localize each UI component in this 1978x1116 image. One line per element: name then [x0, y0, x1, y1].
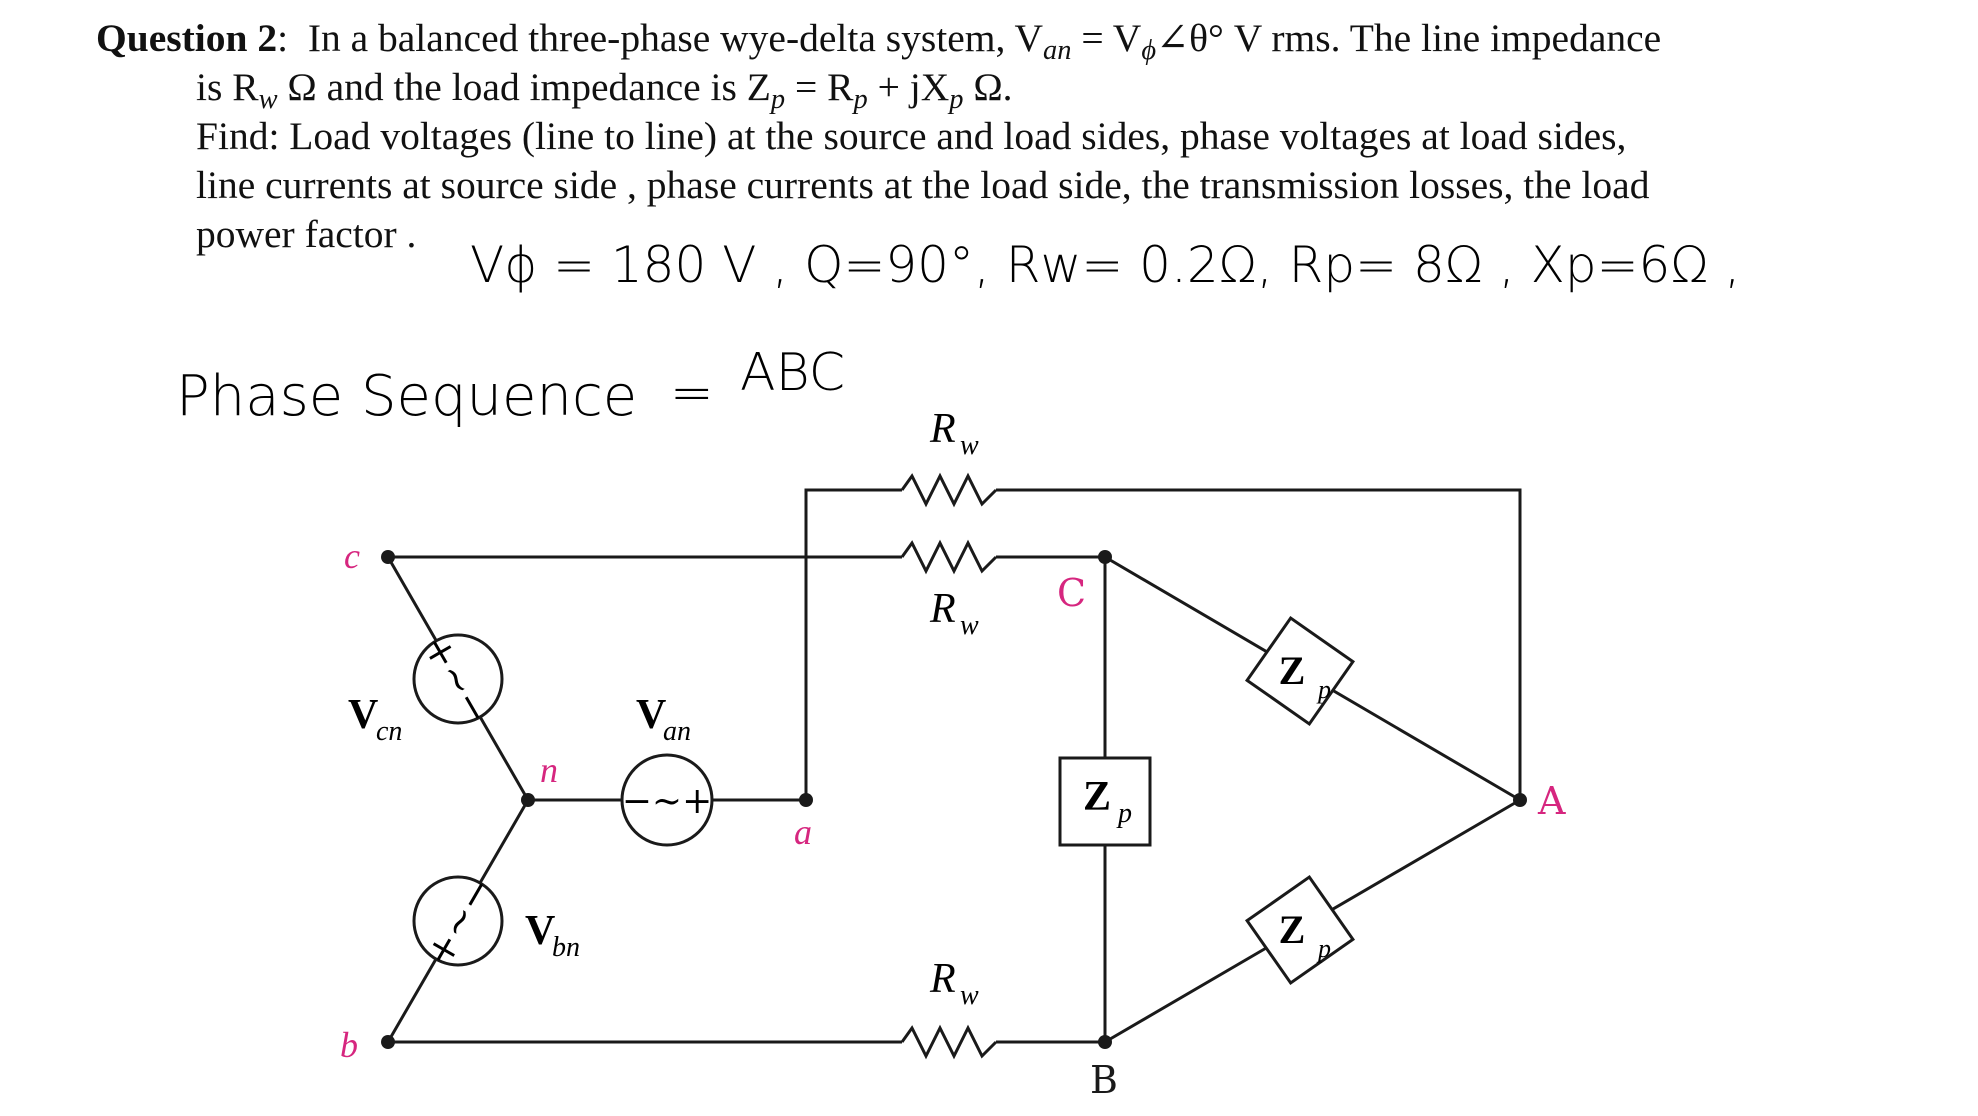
node-A-dot	[1513, 793, 1527, 807]
node-c-dot	[381, 550, 395, 564]
node-label-n: n	[540, 750, 558, 790]
source-vcn: +~−	[412, 627, 504, 732]
phase-sequence-label: Phase Sequence	[176, 364, 637, 429]
zp-box-cb: Z p	[1058, 756, 1152, 847]
node-B-dot	[1098, 1035, 1112, 1049]
svg-text:p: p	[1316, 934, 1331, 963]
node-label-c: c	[344, 536, 360, 576]
phase-sequence-equals: =	[670, 363, 714, 423]
question-line-1: Question 2: In a balanced three-phase wy…	[96, 16, 1662, 66]
rw-label-middle: R w	[929, 586, 979, 641]
vcn-label: V cn	[348, 692, 402, 747]
van-label: V an	[636, 692, 691, 747]
node-n-dot	[521, 793, 535, 807]
svg-text:R: R	[929, 956, 956, 1002]
rw-label-bottom: R w	[929, 956, 979, 1011]
rw-label-top: R w	[929, 406, 979, 461]
svg-text:cn: cn	[376, 716, 402, 747]
svg-text:w: w	[960, 430, 979, 461]
node-label-B: B	[1090, 1058, 1118, 1102]
phase-sequence-value: ABC	[740, 343, 845, 403]
source-van: −~+	[620, 753, 714, 847]
question-heading: Question 2	[96, 16, 278, 60]
zp-box-ba: Z p	[1244, 874, 1356, 986]
source-symbol-icon: −~+	[622, 781, 713, 822]
handwritten-givens: Vϕ = 180 V , Q=90°, Rw= 0.2Ω, Rp= 8Ω , X…	[470, 236, 1740, 294]
node-C-dot	[1098, 550, 1112, 564]
node-labels: c b n a C A	[340, 536, 1566, 1065]
node-a-dot	[799, 793, 813, 807]
svg-text:V: V	[348, 692, 378, 738]
node-label-a: a	[794, 812, 812, 852]
node-b-dot	[381, 1035, 395, 1049]
circuit-nodes	[381, 550, 1527, 1049]
svg-text:bn: bn	[552, 932, 580, 963]
question-line-3: Find: Load voltages (line to line) at th…	[196, 114, 1627, 158]
node-label-A: A	[1537, 779, 1566, 823]
source-vbn: +~−	[412, 869, 504, 974]
svg-text:R: R	[929, 586, 956, 632]
svg-text:p: p	[1116, 798, 1132, 829]
svg-text:Z: Z	[1279, 648, 1306, 693]
svg-text:V: V	[636, 692, 666, 738]
zp-box-ca: Z p	[1244, 615, 1356, 727]
svg-text:R: R	[929, 406, 956, 452]
svg-text:V: V	[525, 908, 555, 954]
svg-text:Z: Z	[1083, 774, 1111, 820]
question-line-4: line currents at source side , phase cur…	[196, 163, 1650, 207]
svg-text:Z: Z	[1279, 907, 1306, 952]
vbn-label: V bn	[525, 908, 580, 963]
svg-text:p: p	[1316, 675, 1331, 704]
node-label-b: b	[340, 1025, 358, 1065]
svg-text:an: an	[663, 716, 691, 747]
svg-text:w: w	[960, 610, 979, 641]
node-label-C: C	[1057, 571, 1086, 615]
svg-text:w: w	[960, 980, 979, 1011]
question-line-2: is Rw Ω and the load impedance is Zp = R…	[196, 65, 1013, 115]
question-text: Question 2: In a balanced three-phase wy…	[96, 14, 1826, 259]
question-line-5: power factor .	[196, 212, 417, 256]
